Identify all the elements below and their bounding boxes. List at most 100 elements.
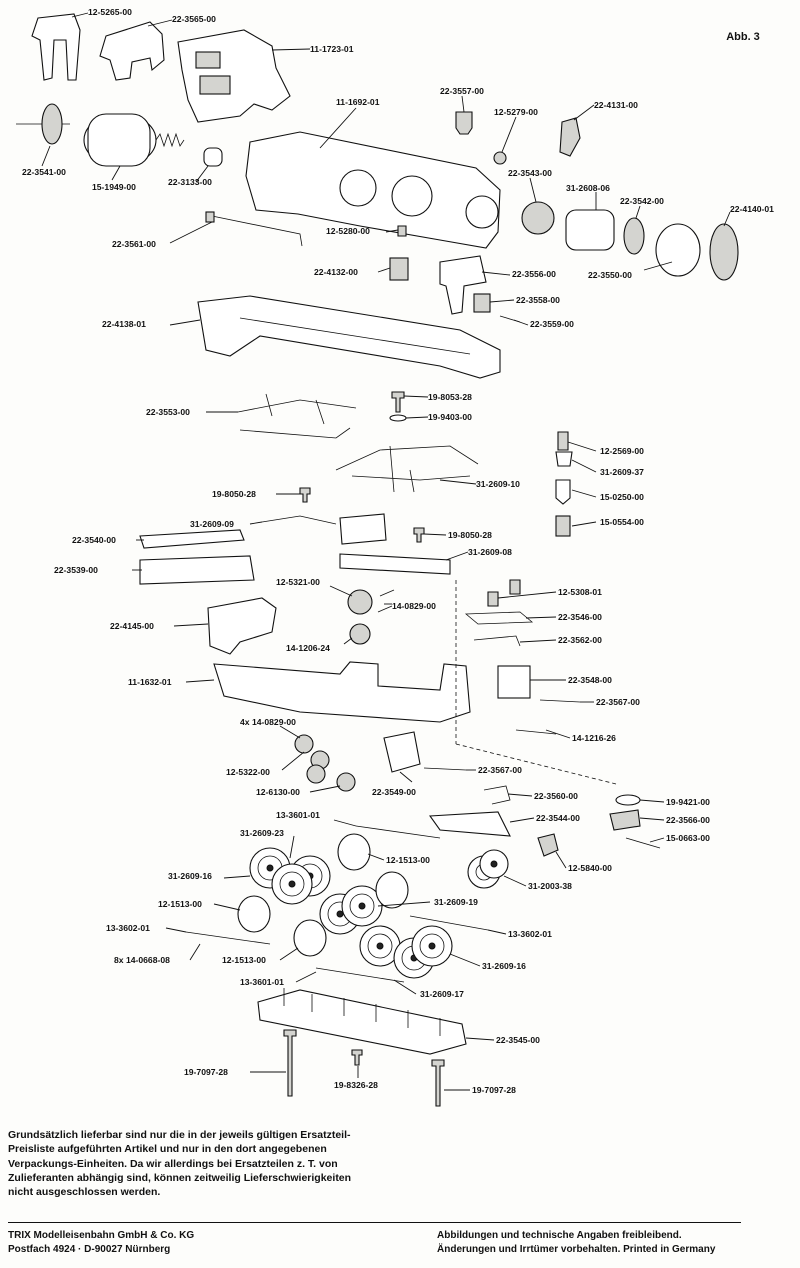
leader-line [497,591,557,599]
leader-line [519,639,557,643]
part-gear-axle [377,605,393,613]
leader-line [393,979,417,995]
part-number-label: 12-5308-01 [558,587,602,597]
part-number-label: 13-3601-01 [240,977,284,987]
part-pin [515,729,557,735]
part-coupling-rod [355,825,441,839]
leader-line [405,416,429,419]
part-gearbox [383,731,421,773]
part-number-label: 14-0829-00 [392,601,436,611]
part-coupling-rod [409,915,489,931]
part-number-label: 22-3546-00 [558,612,602,622]
part-screw-small [397,225,407,237]
leader-line [295,971,317,983]
part-pony-truck [537,833,559,857]
leader-line [571,489,597,498]
part-housing-window [195,51,221,69]
part-cab-clip [31,13,81,81]
part-number-label: 14-1206-24 [286,643,330,653]
leader-line [279,725,301,739]
part-cylinder-block [339,513,387,545]
leader-line [377,267,391,273]
part-number-label: 11-1692-01 [336,97,380,107]
part-pickup-housing [555,451,573,467]
part-number-label: 22-3544-00 [536,813,580,823]
part-coupling-rod [185,931,271,945]
part-cab [99,21,165,81]
leader-line [639,799,665,803]
part-valve-gear [335,445,479,493]
leader-line [165,927,187,933]
leader-line [281,751,305,771]
part-motor-ring [655,223,701,277]
leader-line [649,837,665,843]
company-name: TRIX Modelleisenbahn GmbH & Co. KG [8,1230,195,1241]
part-number-label: 22-4145-00 [110,621,154,631]
leader-line [501,116,517,153]
part-number-label: 8x 14-0668-08 [114,955,170,965]
leader-line [279,947,299,961]
leader-line [309,785,341,793]
part-bracket-small [559,117,581,157]
leader-line [289,835,295,859]
part-number-label: 22-3566-00 [666,815,710,825]
part-coupling-rod [315,967,405,983]
part-long-screw [283,1029,297,1097]
part-screw [299,487,311,503]
part-long-screw [431,1059,445,1107]
leader-line [503,875,527,887]
exploded-view-diagram: Abb. 3 [16,7,774,1107]
disclaimer-line: Abbildungen und technische Angaben freib… [437,1230,682,1241]
part-number-label: 12-6130-00 [256,787,300,797]
leader-line [173,623,209,627]
leader-line [111,165,121,181]
part-number-label: 22-3561-00 [112,239,156,249]
availability-note: Grundsätzlich lieferbar sind nur die in … [8,1129,352,1199]
part-bottom-plate-lugs [283,988,441,1036]
part-dashed-rail [455,743,617,785]
leader-line [529,177,537,203]
part-bottom-plate [257,989,467,1055]
part-number-label: 31-2609-23 [240,828,284,838]
part-number-label: 22-3539-00 [54,565,98,575]
leader-line [423,533,447,536]
leader-line [439,479,477,485]
leader-line [567,441,597,452]
leader-line [147,19,173,27]
part-brake-rigging [237,393,357,439]
part-pickup-finger [557,431,569,451]
part-crosshead-link [261,515,337,525]
part-end-shield [709,223,739,281]
leader-line [509,817,535,823]
part-number-label: 22-3553-00 [146,407,190,417]
part-number-label: 22-4138-01 [102,319,146,329]
part-smokebox-housing [177,29,291,123]
part-crosshead [339,553,451,575]
leader-line [403,395,429,398]
leader-line [189,943,201,961]
part-screw [391,391,405,413]
part-number-label: 22-3556-00 [512,269,556,279]
part-gearbox-housing [207,597,277,655]
part-gear-axle [379,589,395,597]
part-number-label: 13-3601-01 [276,810,320,820]
part-gear [349,623,371,645]
part-number-label: 15-0250-00 [600,492,644,502]
leader-line [399,771,413,783]
part-number-label: 12-1513-00 [222,955,266,965]
leader-line [223,875,251,879]
part-number-label: 11-1723-01 [310,44,354,54]
leader-line [487,929,507,935]
leader-line [271,48,311,51]
part-number-label: 31-2609-09 [190,519,234,529]
part-number-label: 22-3557-00 [440,86,484,96]
leader-line [573,104,595,121]
part-traction-tyre [293,919,327,957]
part-number-label: 31-2609-37 [600,467,644,477]
part-number-label: 14-1216-26 [572,733,616,743]
part-number-label: 22-3567-00 [478,765,522,775]
leader-line [571,521,597,527]
part-number-label: 22-4131-00 [594,100,638,110]
part-number-label: 22-3549-00 [372,787,416,797]
